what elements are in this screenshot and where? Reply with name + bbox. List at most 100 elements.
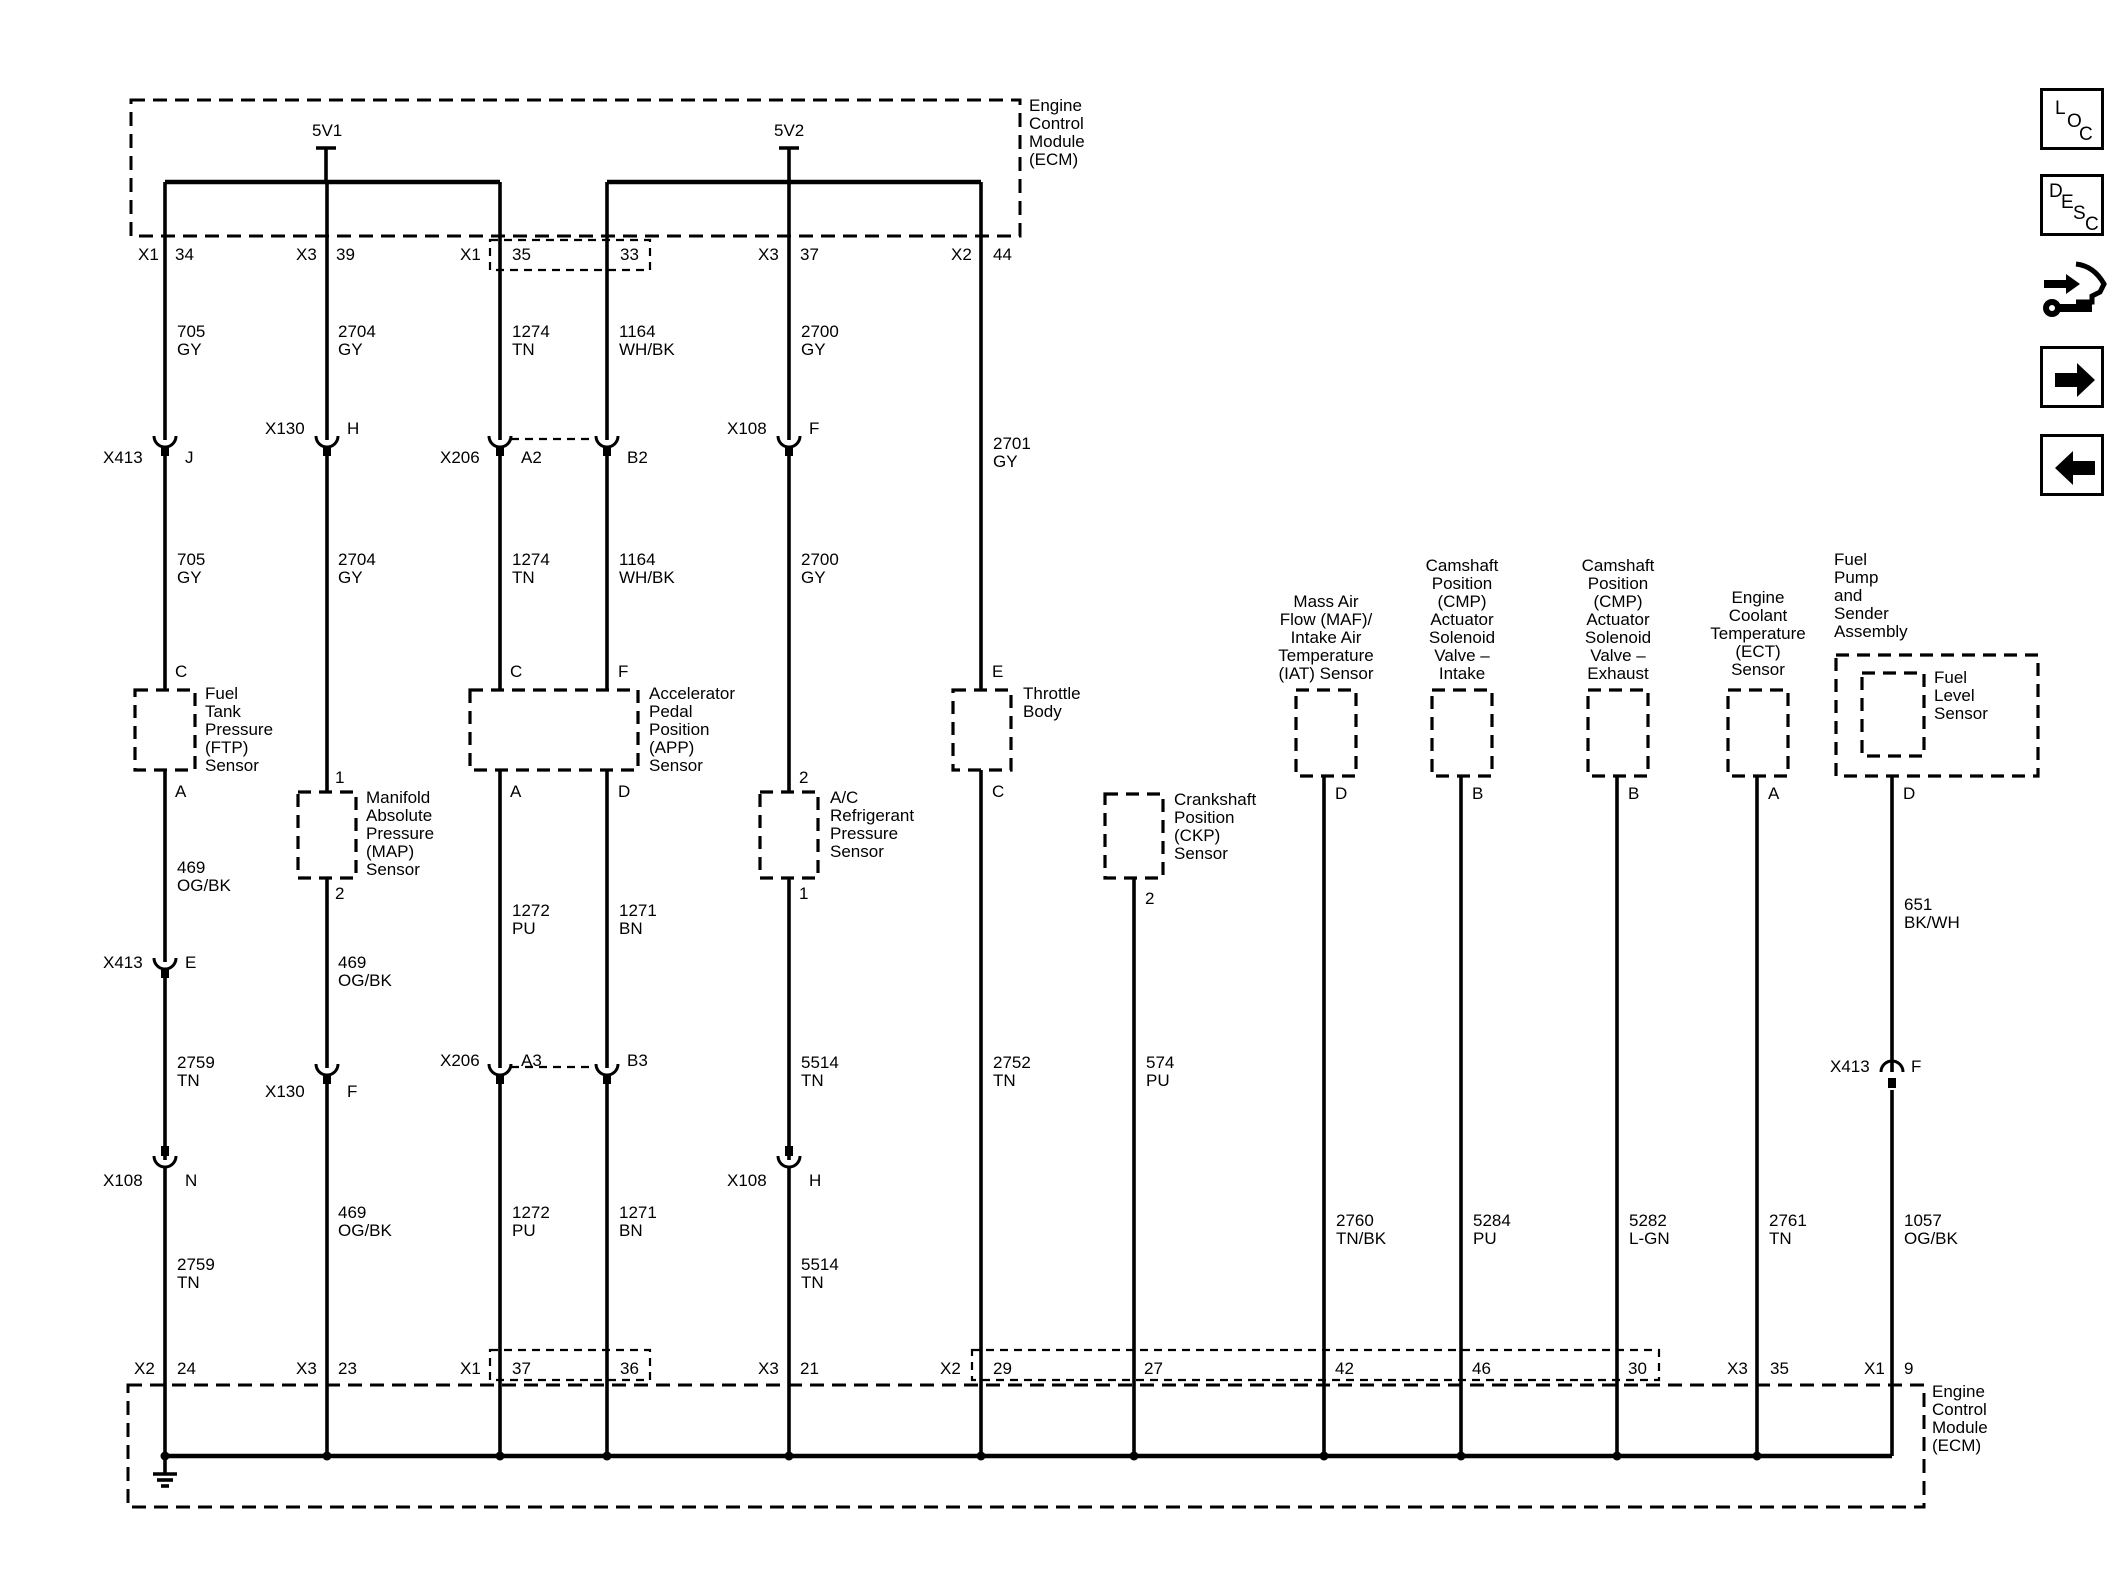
svg-text:Sensor: Sensor <box>830 842 884 861</box>
svg-text:Crankshaft: Crankshaft <box>1174 790 1256 809</box>
wire-circuit: 2761 <box>1769 1211 1807 1230</box>
fuel-level-sensor: D Fuel Level Sensor <box>1860 668 1988 803</box>
loc-button[interactable]: L O C <box>2040 88 2104 150</box>
bottom-pin-conn: X2 <box>940 1359 961 1378</box>
connector-name: X108 <box>103 1171 143 1190</box>
next-arrow-button[interactable] <box>2040 346 2104 408</box>
connector-name: X206 <box>440 448 480 467</box>
bottom-pin-number: 9 <box>1904 1359 1913 1378</box>
wire-color: GY <box>338 568 363 587</box>
connector-pin: H <box>809 1171 821 1190</box>
inline-connectors <box>152 435 1905 1169</box>
bottom-pin-conn: X3 <box>1727 1359 1748 1378</box>
wire-color: TN <box>801 1071 824 1090</box>
ecm-bottom-pins: X2 24 X3 23 X1 37 36 X3 21 X2 29 27 42 4… <box>134 1359 1913 1378</box>
svg-text:Solenoid: Solenoid <box>1429 628 1495 647</box>
wires <box>160 182 1894 1461</box>
top-pin-number: 44 <box>993 245 1012 264</box>
wire-circuit: 469 <box>177 858 205 877</box>
svg-text:Coolant: Coolant <box>1729 606 1788 625</box>
bottom-pin-number: 24 <box>177 1359 196 1378</box>
ecm-bottom-module: Engine Control Module (ECM) <box>126 1348 1988 1509</box>
bottom-pin-number: 27 <box>1144 1359 1163 1378</box>
connector-tools-icon[interactable] <box>2036 256 2108 328</box>
top-pin-conn: X1 <box>138 245 159 264</box>
wire-circuit: 5284 <box>1473 1211 1511 1230</box>
wire-color: TN <box>1769 1229 1792 1248</box>
svg-text:Sensor: Sensor <box>205 756 259 775</box>
desc-letter-c: C <box>2085 214 2099 235</box>
bottom-pin-number: 42 <box>1335 1359 1354 1378</box>
bottom-pin-number: 30 <box>1628 1359 1647 1378</box>
top-pin-number: 35 <box>512 245 531 264</box>
wire-circuit: 2759 <box>177 1053 215 1072</box>
svg-text:Position: Position <box>1588 574 1648 593</box>
wire-color: OG/BK <box>338 971 393 990</box>
cmp-intake-pin-bottom: B <box>1472 784 1483 803</box>
acr-pin-top: 2 <box>799 768 808 787</box>
svg-text:Sensor: Sensor <box>1934 704 1988 723</box>
svg-text:Level: Level <box>1934 686 1975 705</box>
svg-text:Sensor: Sensor <box>366 860 420 879</box>
wire-circuit: 651 <box>1904 895 1932 914</box>
connector-pin: A2 <box>521 448 542 467</box>
wire-circuit: 705 <box>177 550 205 569</box>
svg-text:Sender: Sender <box>1834 604 1889 623</box>
svg-text:Body: Body <box>1023 702 1062 721</box>
connector-name: X413 <box>103 448 143 467</box>
connector-name: X108 <box>727 419 767 438</box>
wire-circuit: 2760 <box>1336 1211 1374 1230</box>
svg-text:Position: Position <box>1432 574 1492 593</box>
maf-pin-bottom: D <box>1335 784 1347 803</box>
wire-color: PU <box>1146 1071 1170 1090</box>
connector-pin: J <box>185 448 194 467</box>
throttle-body: E C Throttle Body <box>951 662 1081 801</box>
wire-circuit: 1272 <box>512 1203 550 1222</box>
connector-name: X206 <box>440 1051 480 1070</box>
map-sensor: 1 2 Manifold Absolute Pressure (MAP) Sen… <box>296 768 434 903</box>
svg-text:Fuel: Fuel <box>1834 550 1867 569</box>
previous-arrow-button[interactable] <box>2040 434 2104 496</box>
wire-circuit: 2700 <box>801 322 839 341</box>
ecm-bottom-label-4: (ECM) <box>1932 1436 1981 1455</box>
wire-color: TN <box>801 1273 824 1292</box>
svg-text:(IAT) Sensor: (IAT) Sensor <box>1278 664 1373 683</box>
ecm-bottom-label-2: Control <box>1932 1400 1987 1419</box>
wire-circuit: 5514 <box>801 1053 839 1072</box>
wire-circuit: 2701 <box>993 434 1031 453</box>
bottom-pin-conn: X3 <box>758 1359 779 1378</box>
bottom-pin-number: 37 <box>512 1359 531 1378</box>
desc-letter-d: D <box>2049 181 2063 202</box>
wire-color: TN <box>177 1071 200 1090</box>
loc-letter-c: C <box>2079 124 2093 145</box>
tb-pin-bottom: C <box>992 782 1004 801</box>
svg-text:Fuel: Fuel <box>205 684 238 703</box>
svg-text:Position: Position <box>1174 808 1234 827</box>
connector-pin: F <box>809 419 819 438</box>
desc-letter-e: E <box>2061 192 2074 213</box>
desc-letter-s: S <box>2073 203 2086 224</box>
wire-circuit: 574 <box>1146 1053 1174 1072</box>
connector-name: X130 <box>265 1082 305 1101</box>
wire-circuit: 1271 <box>619 1203 657 1222</box>
desc-button[interactable]: D E S C <box>2040 174 2104 236</box>
svg-text:Pressure: Pressure <box>366 824 434 843</box>
connector-name: X413 <box>1830 1057 1870 1076</box>
svg-text:A/C: A/C <box>830 788 858 807</box>
map-pin-bottom: 2 <box>335 884 344 903</box>
wire-color: PU <box>512 1221 536 1240</box>
wire-circuit: 2704 <box>338 550 376 569</box>
svg-text:Refrigerant: Refrigerant <box>830 806 914 825</box>
app-sensor: C F A D Accelerator Pedal Position (APP)… <box>468 662 735 801</box>
connector-pin: F <box>1911 1057 1921 1076</box>
svg-text:Assembly: Assembly <box>1834 622 1908 641</box>
bottom-pin-number: 29 <box>993 1359 1012 1378</box>
wire-color: WH/BK <box>619 340 675 359</box>
wire-circuit: 1274 <box>512 322 550 341</box>
svg-text:(CMP): (CMP) <box>1437 592 1486 611</box>
ecm-top-pins: X1 34 X3 39 X1 35 33 X3 37 X2 44 <box>138 245 1012 264</box>
acr-pin-bottom: 1 <box>799 884 808 903</box>
svg-text:Throttle: Throttle <box>1023 684 1081 703</box>
